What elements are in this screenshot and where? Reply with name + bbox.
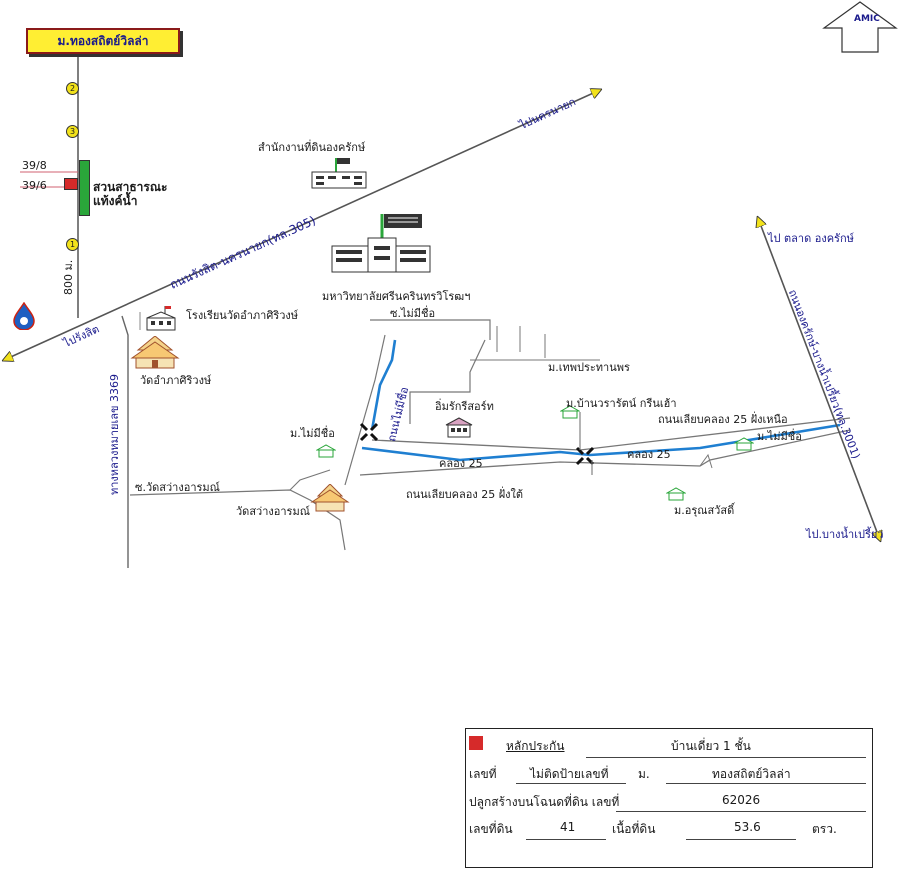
legend-deed-label: ปลูกสร้างบนโฉนดที่ดิน เลขที่: [469, 795, 620, 809]
temple-sawang-label: วัดสว่างอารมณ์: [236, 505, 310, 518]
road-305: [4, 90, 600, 360]
road-3369: [121, 315, 129, 568]
land-office-icon: [310, 158, 368, 190]
gas-station-icon: [12, 301, 36, 331]
legend-village-value: ทองสถิตย์วิลล่า: [712, 767, 791, 781]
noname-village-right-label: ม.ไม่มีชื่อ: [757, 430, 802, 443]
school-icon: [143, 306, 179, 332]
property-marker: [64, 178, 78, 190]
legend-type: บ้านเดี่ยว 1 ชั้น: [671, 739, 751, 753]
arunsawat-icon: [665, 486, 687, 501]
distance-label: 800 ม.: [62, 259, 75, 295]
khlong-25-label-a: คลอง 25: [439, 457, 483, 470]
soi-noname-top-label: ซ.ไม่มีชื่อ: [390, 307, 436, 320]
temple-ampa-icon: [128, 335, 182, 370]
lot-39-6: 39/6: [22, 179, 47, 192]
road-south-label: ถนนเลียบคลอง 25 ฝั่งใต้: [406, 488, 524, 501]
marker-3: 3: [66, 125, 79, 138]
lot-39-8: 39/8: [22, 159, 47, 172]
to-bangnampriao-label: ไป.บางน้ำเปรี้ยว: [806, 528, 884, 541]
highway-3369-label: ทางหลวงหมายเลข 3369: [108, 374, 121, 495]
soi-noname-top: [370, 319, 491, 340]
village-label: ม.ทองสถิตย์วิลล่า: [26, 28, 180, 54]
noname-left-icon: [315, 443, 337, 458]
arunsawat-label: ม.อรุณสวัสดิ์: [674, 504, 735, 517]
road-3001: [758, 218, 880, 540]
road-side-soi: [344, 334, 386, 486]
land-office-label: สำนักงานที่ดินองครักษ์: [258, 141, 366, 154]
park-label: สวนสาธารณะ แท้งค์น้ำ: [93, 180, 168, 208]
university-icon: [330, 212, 432, 274]
noname-village-left-label: ม.ไม่มีชื่อ: [290, 427, 335, 440]
road-north-label: ถนนเลียบคลอง 25 ฝั่งเหนือ: [658, 413, 788, 426]
road-resort: [409, 339, 486, 424]
collateral-legend: หลักประกัน บ้านเดี่ยว 1 ชั้น เลขที่ ไม่ต…: [465, 728, 873, 868]
legend-landno-value: 41: [560, 820, 576, 834]
junction-1-icon: [359, 422, 379, 442]
marker-2: 2: [66, 82, 79, 95]
soi-watsawang: [129, 489, 346, 551]
legend-no-label: เลขที่: [469, 767, 497, 781]
legend-area-unit: ตรว.: [812, 822, 837, 836]
legend-swatch: [469, 736, 483, 750]
compass-icon: AMIC: [820, 0, 900, 54]
khlong-25-canal: [361, 423, 841, 462]
legend-area-label: เนื้อที่ดิน: [612, 822, 656, 836]
university-label: มหาวิทยาลัยศรีนครินทรวิโรฒฯ: [322, 290, 471, 303]
khlong-25-label-b: คลอง 25: [627, 448, 671, 461]
noname-right-icon: [733, 436, 755, 451]
junction-2-icon: [575, 446, 595, 466]
canal-side: [370, 339, 397, 431]
resort-label: อิ่มรักรีสอร์ท: [435, 400, 494, 413]
legend-area-value: 53.6: [734, 820, 761, 834]
legend-landno-label: เลขที่ดิน: [469, 822, 513, 836]
park-marker: [79, 160, 90, 216]
temple-ampa-label: วัดอำภาศิริวงษ์: [140, 374, 212, 387]
temple-sawang-icon: [310, 483, 350, 512]
wararat-icon: [559, 404, 581, 419]
to-talad-label: ไป ตลาด องครักษ์: [768, 232, 854, 245]
legend-title: หลักประกัน: [506, 739, 565, 753]
wararat-label: ม.บ้านวรารัตน์ กรีนเฮ้า: [566, 397, 677, 410]
legend-deed-value: 62026: [722, 793, 761, 807]
legend-village-label: ม.: [638, 767, 650, 781]
compass-label: AMIC: [854, 14, 880, 24]
marker-1: 1: [66, 238, 79, 251]
resort-icon: [444, 416, 474, 438]
legend-no-value: ไม่ติดป้ายเลขที่: [530, 767, 609, 781]
theppratan-label: ม.เทพประทานพร: [548, 361, 630, 374]
school-label: โรงเรียนวัดอำภาศิริวงษ์: [186, 309, 299, 322]
soi-watsawang-label: ซ.วัดสว่างอารมณ์: [135, 481, 220, 494]
